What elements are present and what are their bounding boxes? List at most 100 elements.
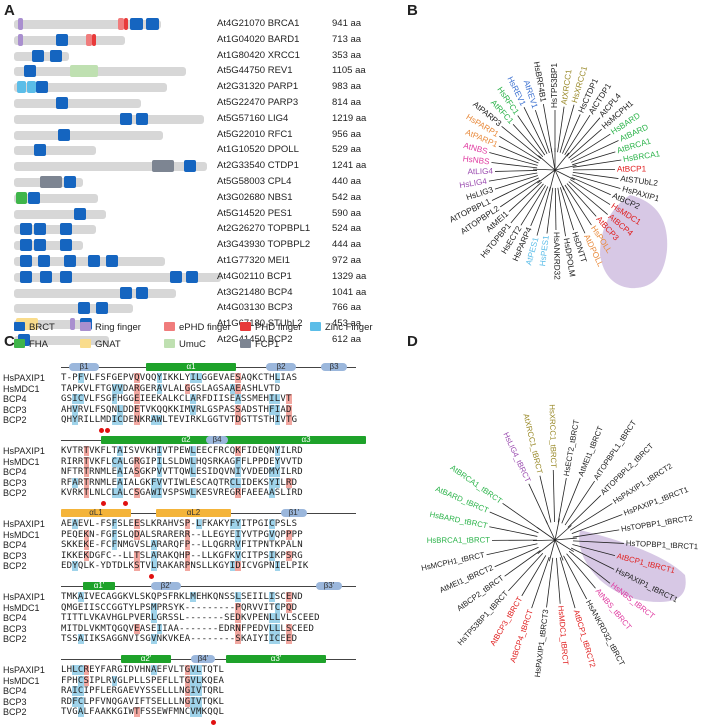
residue: R [78,457,84,467]
ss-element-label: β4 [206,436,228,444]
protein-length: 766 aa [332,302,361,313]
sequence-name: BCP2 [3,488,27,498]
residue: A [151,415,157,425]
sequence-residues: TVGALFAAKKGIWTFSSEWFMNCVMKQQL [61,707,224,717]
protein-length: 440 aa [332,176,361,187]
residue: T [179,676,185,686]
residue: G [106,394,112,404]
sequence-name: HsPAXIP1 [3,665,45,675]
residue: S [292,519,298,529]
protein-name: At1G77320 MEI1 [217,255,290,266]
ss-element-label: β1' [281,509,307,517]
protein-length-bar [14,115,204,124]
protein-length: 353 aa [332,50,361,61]
key-residue-marker [211,720,216,725]
residue: D [297,446,303,456]
residue: D [297,457,303,467]
sequence-name: HsMDC1 [3,384,40,394]
residue: Y [269,478,275,488]
residue: A [224,384,230,394]
domain-block [70,318,75,330]
protein-length-bar [14,162,207,171]
sequence-residues: RIRRTVKFLCALGRGIPILSLDWLHQSRKAGFFLPPDEYV… [61,457,303,467]
residue: F [179,540,185,550]
sequence-name: BCP3 [3,697,27,707]
residue: R [179,561,185,571]
tree-branch [495,175,538,189]
residue: R [78,478,84,488]
residue: K [78,488,84,498]
legend-label: FHA [29,339,48,350]
tree-branch [565,481,595,525]
legend-label: BRCT [29,322,55,333]
residue: N [269,446,275,456]
sequence-residues: QMGEIISCCGGTYLPSMPRSYK---------PQRVVITCP… [61,603,297,613]
protein-name: At4G21070 BRCA1 [217,18,299,29]
domain-block [38,255,50,267]
sequence-residues: GSICVLFSGFHGGEIEEKALKCLARFDIISEASSMEHILV… [61,394,292,404]
domain-block [106,255,118,267]
legend-label: Ring finger [95,322,141,333]
tree-branch [555,188,556,230]
alpha-helix: α1' [83,582,115,590]
residue: M [269,467,275,477]
tree-branch [535,110,549,153]
domain-block [34,144,46,156]
residue: D [297,488,303,498]
residue: P [151,467,157,477]
sequence-residues: QHYRILLMDICDENKRAWLTEVIRKLGGTVTDGTTSTHIV… [61,415,297,425]
tree-branch [502,126,541,158]
residue: W [151,488,157,498]
protein-name: At1G04020 BARD1 [217,34,299,45]
protein-name: At5G57160 LIG4 [217,113,288,124]
residue: R [179,530,185,540]
ss-element-label: β4' [191,655,215,663]
domain-block [18,18,23,30]
sequence-name: HsMDC1 [3,603,40,613]
protein-name: At3G21480 BCP4 [217,287,293,298]
legend-item: PHD finger [240,322,301,333]
sequence-name: BCP4 [3,394,27,404]
ss-element-label: β3' [316,582,342,590]
protein-name: At5G14520 PES1 [217,208,292,219]
residue: H [269,415,275,425]
residue: E [78,540,84,550]
protein-length: 524 aa [332,223,361,234]
tree-branch [547,558,553,608]
protein-name: At5G58003 CPL4 [217,176,291,187]
residue: S [292,373,298,383]
protein-length: 529 aa [332,144,361,155]
domain-block [20,255,32,267]
residue: C [78,665,84,675]
domain-block [56,97,68,109]
protein-length: 1219 aa [332,113,366,124]
domain-block [36,81,48,93]
tree-branch [567,118,600,157]
legend-swatch [240,339,251,348]
residue: P [297,530,303,540]
tree-branch [569,129,602,158]
beta-strand: β3' [316,582,342,590]
tree-leaf-label: HsXRCC1_tBRCT [548,404,559,468]
residue: S [106,519,112,529]
sequence-name: BCP4 [3,613,27,623]
domain-block [70,65,98,77]
domain-block [136,113,148,125]
domain-block [146,18,159,30]
residue: C [106,488,112,498]
beta-strand: β1' [281,509,307,517]
tree-internal-branch [555,538,577,540]
legend-swatch [164,322,175,331]
protein-length: 983 aa [332,81,361,92]
sequence-name: BCP3 [3,478,27,488]
key-residue-marker [101,501,106,506]
protein-length: 444 aa [332,239,361,250]
protein-length: 972 aa [332,255,361,266]
